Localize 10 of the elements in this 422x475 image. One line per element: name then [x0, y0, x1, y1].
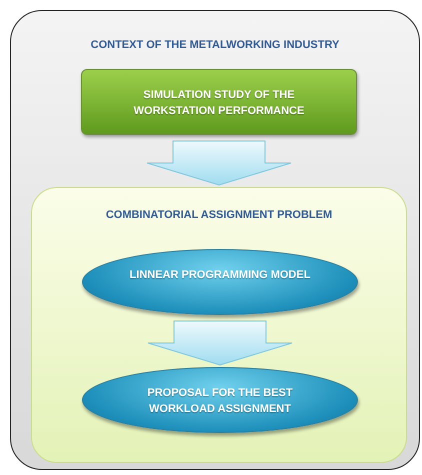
block-arrow — [148, 320, 292, 366]
block-arrow — [146, 140, 292, 186]
box-label: PROPOSAL FOR THE BEST WORKLOAD ASSIGNMENT — [146, 386, 294, 417]
outer-panel — [10, 10, 420, 470]
process-box — [81, 69, 357, 135]
box-label: LINNEAR PROGRAMMING MODEL — [128, 268, 312, 283]
panel-heading: CONTEXT OF THE METALWORKING INDUSTRY — [90, 38, 340, 53]
panel-heading: COMBINATORIAL ASSIGNMENT PROBLEM — [104, 208, 334, 223]
box-label: SIMULATION STUDY OF THE WORKSTATION PERFORMANCE — [132, 88, 306, 119]
inner-panel — [31, 187, 407, 463]
